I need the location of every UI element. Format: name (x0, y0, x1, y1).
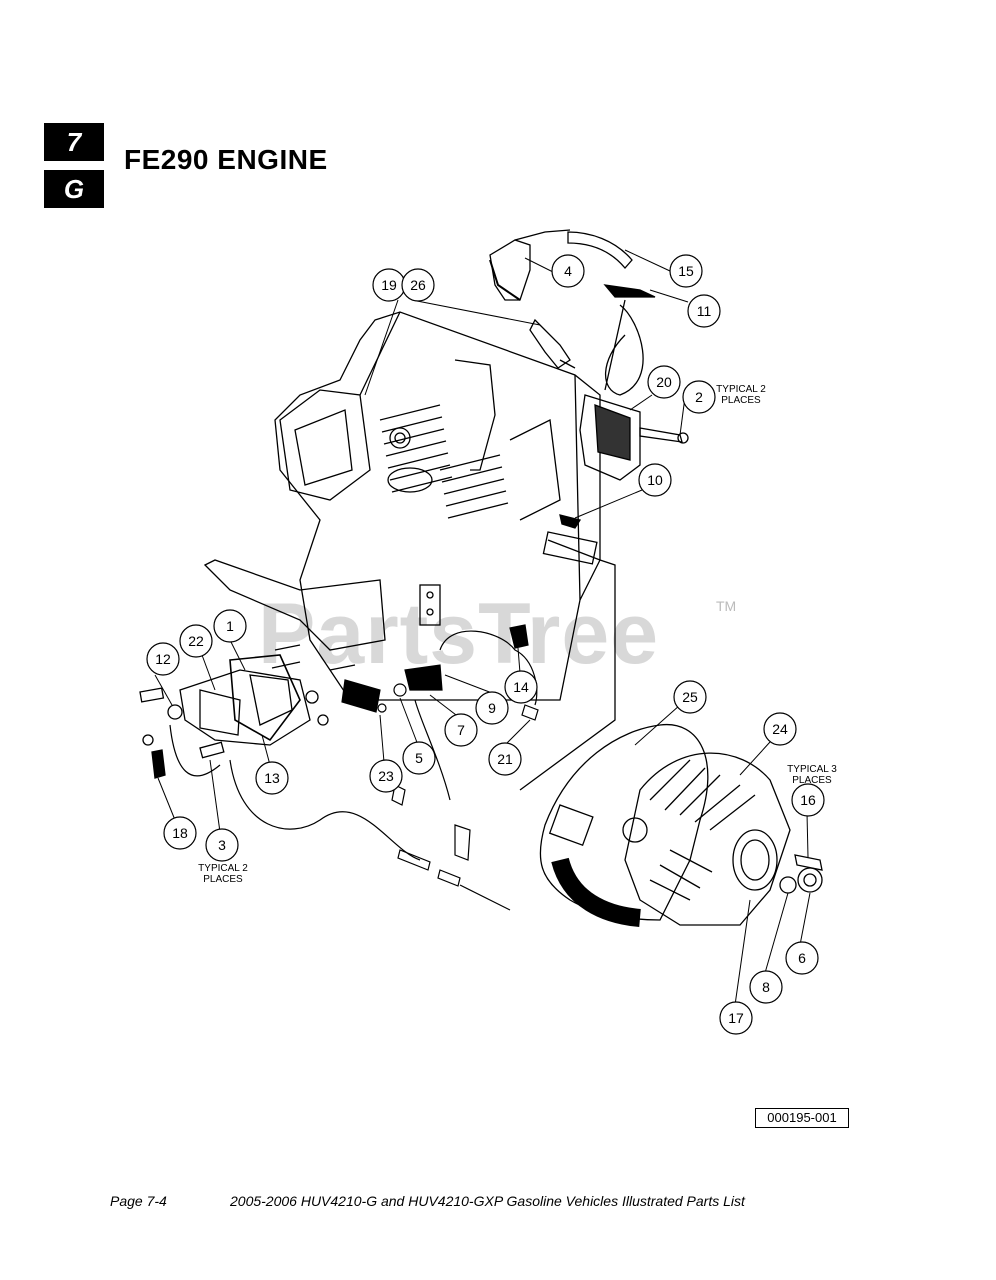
callout-label: 20 (656, 374, 672, 390)
figure-id-box: 000195-001 (755, 1108, 849, 1128)
callout-14: 14 (504, 670, 538, 704)
callout-8: 8 (749, 970, 783, 1004)
callout-label: 24 (772, 721, 788, 737)
callout-label: 11 (697, 303, 712, 319)
note-line: TYPICAL 3 (787, 764, 837, 775)
callout-4: 4 (551, 254, 585, 288)
callout-label: 8 (762, 979, 770, 995)
callout-26: 26 (401, 268, 435, 302)
callout-18: 18 (163, 816, 197, 850)
note-line: PLACES (792, 775, 832, 786)
cooling-fan (624, 752, 823, 926)
callout-label: 13 (264, 770, 280, 786)
section-letter: G (63, 173, 85, 204)
callout-7: 7 (444, 713, 478, 747)
callout-19: 19 (372, 268, 406, 302)
callout-3: 3 (205, 828, 239, 862)
callout-label: 4 (564, 263, 572, 279)
callout-6: 6 (785, 941, 819, 975)
callout-label: 12 (155, 651, 171, 667)
callout-label: 25 (682, 689, 698, 705)
wiring-harness (169, 624, 539, 911)
callout-20: 20 (647, 365, 681, 399)
callout-label: 18 (172, 825, 188, 841)
note-line: PLACES (721, 395, 761, 406)
callout-21: 21 (488, 742, 522, 776)
callout-label: 26 (410, 277, 426, 293)
callout-label: 17 (728, 1010, 744, 1026)
note-line: PLACES (203, 874, 243, 885)
callout-17: 17 (719, 1001, 753, 1035)
callout-25: 25 (673, 680, 707, 714)
section-number-tab: 7 (44, 123, 104, 161)
callout-label: 10 (647, 472, 663, 488)
watermark-trademark: TM (716, 598, 737, 614)
callout-label: 23 (378, 768, 394, 784)
callout-16: 16 (791, 783, 825, 817)
callout-2: 2 (682, 380, 716, 414)
page-title: FE290 ENGINE (124, 144, 328, 175)
callout-label: 7 (457, 722, 465, 738)
note-line: TYPICAL 2 (716, 384, 766, 395)
section-number: 7 (66, 126, 82, 157)
callout-label: 16 (800, 792, 816, 808)
typical-2-places-note-a: TYPICAL 2 PLACES (712, 384, 770, 406)
callout-label: 15 (678, 263, 694, 279)
callout-label: 14 (513, 679, 529, 695)
callout-label: 2 (695, 389, 703, 405)
callout-label: 5 (415, 750, 423, 766)
ignition-coil (579, 394, 689, 481)
voltage-regulator (139, 644, 356, 779)
footer-document-title: 2005-2006 HUV4210-G and HUV4210-GXP Gaso… (230, 1193, 745, 1209)
typical-2-places-note-b: TYPICAL 2 PLACES (194, 863, 252, 885)
callout-label: 19 (381, 277, 397, 293)
note-line: TYPICAL 2 (198, 863, 248, 874)
callout-11: 11 (687, 294, 721, 328)
callout-9: 9 (475, 691, 509, 725)
footer-page-number: Page 7-4 (110, 1193, 167, 1209)
leader-lines (154, 249, 811, 1006)
callout-13: 13 (255, 761, 289, 795)
callout-label: 3 (218, 837, 226, 853)
callout-10: 10 (638, 463, 672, 497)
callout-15: 15 (669, 254, 703, 288)
callout-23: 23 (369, 759, 403, 793)
callout-label: 9 (488, 700, 496, 716)
spark-plug-assembly (489, 229, 656, 396)
callout-label: 21 (497, 751, 513, 767)
callout-label: 6 (798, 950, 806, 966)
callout-12: 12 (146, 642, 180, 676)
callout-label: 22 (188, 633, 204, 649)
typical-3-places-note: TYPICAL 3 PLACES (783, 764, 841, 786)
callout-1: 1 (213, 609, 247, 643)
callout-24: 24 (763, 712, 797, 746)
callout-5: 5 (402, 741, 436, 775)
callout-label: 1 (226, 618, 234, 634)
callout-22: 22 (179, 624, 213, 658)
section-letter-tab: G (44, 170, 104, 208)
flywheel (539, 723, 709, 927)
engine-drawing (203, 311, 616, 791)
